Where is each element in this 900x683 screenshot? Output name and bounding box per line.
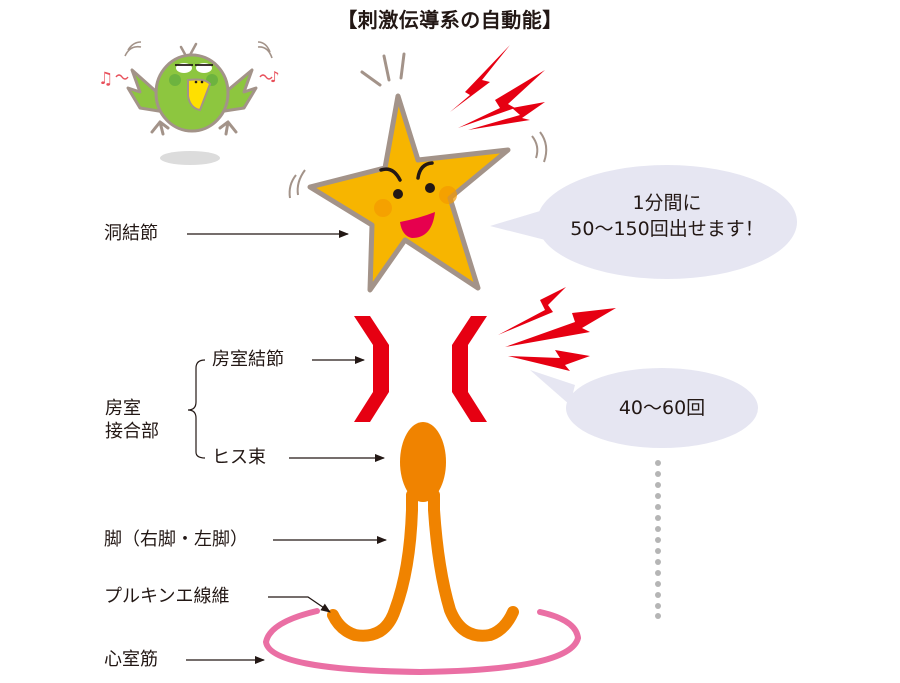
label-sinus-node: 洞結節 bbox=[104, 223, 158, 244]
arrow-purkinje bbox=[268, 596, 331, 613]
ventricular-muscle-ring-icon bbox=[262, 608, 582, 676]
svg-text:♪: ♪ bbox=[270, 68, 280, 86]
av-junction-brace bbox=[187, 359, 206, 459]
bird-shadow bbox=[160, 151, 220, 165]
sinus-bubble-line2: 50〜150回出せます！ bbox=[570, 218, 764, 240]
pointer-arrows bbox=[186, 230, 387, 664]
sinus-bubble-line1: 1分間に bbox=[632, 192, 702, 214]
label-purkinje-fibers: プルキンエ線維 bbox=[104, 586, 230, 607]
sinus-speech-bubble bbox=[490, 165, 797, 279]
diagram-title: 【刺激伝導系の自動能】 bbox=[337, 8, 563, 32]
bird-mascot-icon: ♫ ♪ bbox=[98, 41, 280, 165]
his-bundle-icon bbox=[327, 422, 519, 642]
label-bundle-branches: 脚（右脚・左脚） bbox=[104, 529, 248, 550]
av-node-bracket-icon bbox=[354, 316, 487, 422]
lightning-bolt-icon-2 bbox=[498, 287, 616, 371]
label-his-bundle: ヒス束 bbox=[212, 447, 266, 468]
label-av-junction-1: 房室 bbox=[105, 398, 141, 419]
svg-text:♫: ♫ bbox=[98, 69, 113, 89]
label-av-junction-2: 接合部 bbox=[105, 421, 159, 442]
dotted-divider bbox=[655, 460, 661, 619]
music-note-icon: ♫ ♪ bbox=[98, 68, 280, 89]
sinus-node-star-icon bbox=[288, 52, 548, 293]
av-bubble-text: 40〜60回 bbox=[618, 397, 706, 419]
lightning-bolt-icon bbox=[450, 45, 545, 130]
label-av-node: 房室結節 bbox=[212, 349, 284, 370]
label-ventricular-muscle: 心室筋 bbox=[104, 649, 158, 670]
sinus-bubble-text: 1分間に 50〜150回出せます！ bbox=[547, 190, 787, 242]
av-speech-bubble bbox=[530, 368, 758, 448]
